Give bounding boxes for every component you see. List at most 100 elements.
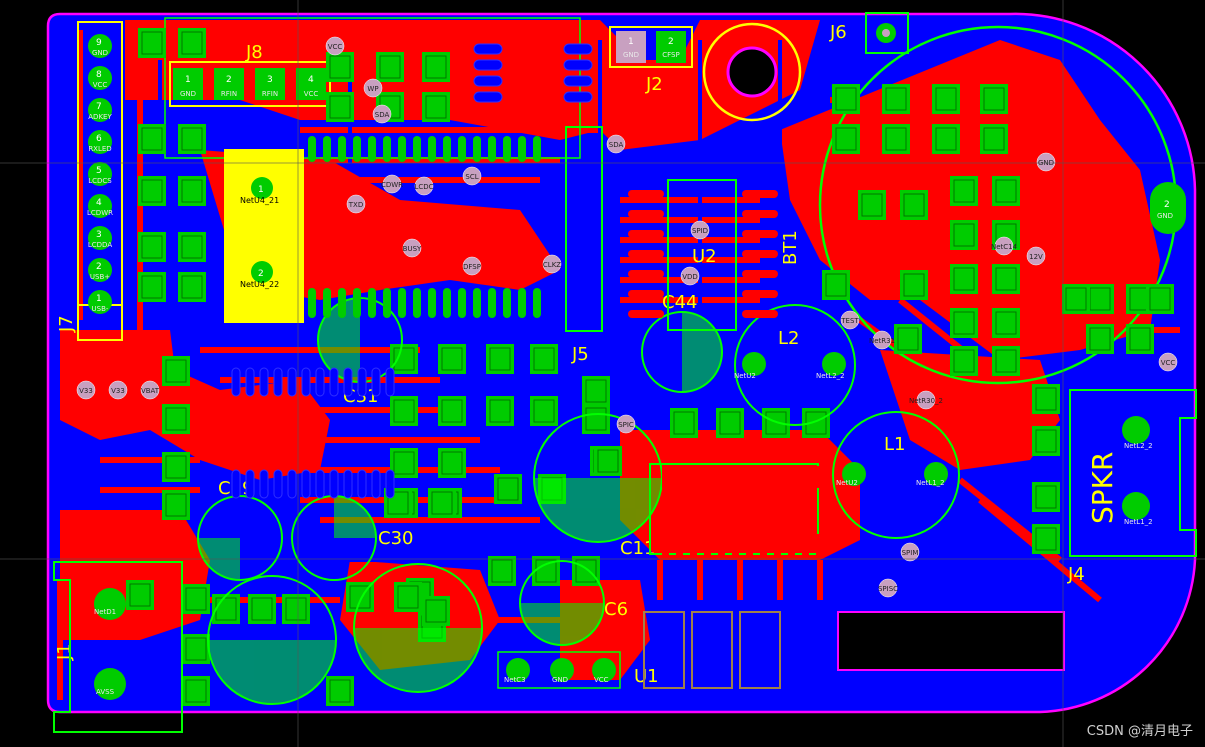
j6-pad-box[interactable] [865,12,909,54]
smd-pad [390,448,418,478]
smd-pad-inner [141,127,163,151]
u2-pin [742,310,778,318]
j7-pin-number: 8 [96,70,102,80]
smd-pad-inner [393,347,415,371]
smd-pad [894,324,922,354]
via: V33 [76,380,96,400]
smd-pad [980,124,1008,154]
smd-pad-inner [329,95,351,119]
via-net-label: VDD [682,273,698,281]
chip-pin [428,136,436,162]
smd-pad-inner [995,267,1017,291]
j5-header[interactable] [565,126,603,332]
smd-pad-inner [387,491,409,515]
smd-pad-inner [285,597,307,621]
highlight-net-b: NetU4_22 [240,280,279,289]
via: NetR30_2 [909,390,943,410]
chip-pin [315,367,325,397]
smd-pad-inner [165,493,187,517]
j2-connector[interactable] [609,26,693,68]
smd-pad [950,308,978,338]
designator-l2: L2 [778,328,799,349]
u2-pin [742,250,778,258]
smd-pad-inner [585,407,607,431]
j7-pin-net: GND [92,49,108,57]
chip-pin [301,469,311,499]
smd-pad-inner [1065,287,1087,311]
highlight-pin-a: 1 [258,185,264,195]
via-net-label: SDA [375,111,390,119]
smd-pad-inner [673,411,695,435]
designator-c30: C30 [378,528,413,549]
smd-pad-inner [995,311,1017,335]
smd-pad [390,344,418,374]
via: SDA [372,104,392,124]
smd-pad [488,556,516,586]
designator-j1: J1 [54,643,75,661]
j7-pin-number: 3 [96,230,102,240]
chip-pin [357,469,367,499]
j1-pad-b-net: AVSS [96,688,115,696]
smd-pad [900,270,928,300]
smd-pad [1126,324,1154,354]
smd-pad [162,490,190,520]
j7-pin-number: 6 [96,134,102,144]
highlight-region[interactable] [224,149,304,323]
smd-pad-inner [431,491,453,515]
designator-c11: C11 [620,538,655,559]
via: DFSP [462,256,482,276]
smd-pad [832,84,860,114]
smd-pad-inner [497,477,519,501]
j1-connector[interactable] [53,561,183,733]
smd-pad-inner [953,349,975,373]
via: SPID [690,220,710,240]
smd-pad-inner [995,349,1017,373]
via-net-label: VCC [1161,359,1176,367]
smd-pad [950,346,978,376]
smd-pad [326,676,354,706]
l2-pad-a [742,352,766,376]
u1-pin-c-net: VCC [594,676,609,684]
smd-pad-inner [489,399,511,423]
designator-j5: J5 [571,344,589,365]
ic-pin [774,534,781,556]
smd-pad-inner [903,193,925,217]
spkr-connector[interactable] [1069,389,1197,557]
via-net-label: DFSP [463,263,481,271]
via-net-label: SDA [609,141,624,149]
via: SCL [462,166,482,186]
via: SPIC [616,414,636,434]
smd-pad [572,556,600,586]
smd-pad [182,584,210,614]
designator-c44: C44 [662,292,697,313]
ic-pin [816,534,823,556]
smd-pad-inner [441,399,463,423]
u2-chip[interactable] [667,179,737,331]
smd-pad-inner [393,399,415,423]
smd-pad-inner [141,31,163,55]
j7-pin-net: LCDWR [87,209,113,217]
via: VCC [325,36,345,56]
chip-pin [245,469,255,499]
smd-pad [438,448,466,478]
u1-header[interactable] [497,651,621,689]
smd-pad-inner [165,407,187,431]
j8-pin-net: RFIN [221,90,237,98]
j7-pin-number: 1 [96,294,102,304]
chip-pin [368,136,376,162]
smd-pad-inner [425,95,447,119]
ic-pin [746,534,753,556]
u1-box[interactable] [643,611,781,689]
smd-pad-inner [1035,387,1057,411]
smd-pad-inner [885,127,907,151]
u2-pin [742,190,778,198]
j2-pin-net: CFSP [662,51,679,59]
smd-pad-inner [1035,527,1057,551]
highlight-pin-b: 2 [258,269,264,279]
